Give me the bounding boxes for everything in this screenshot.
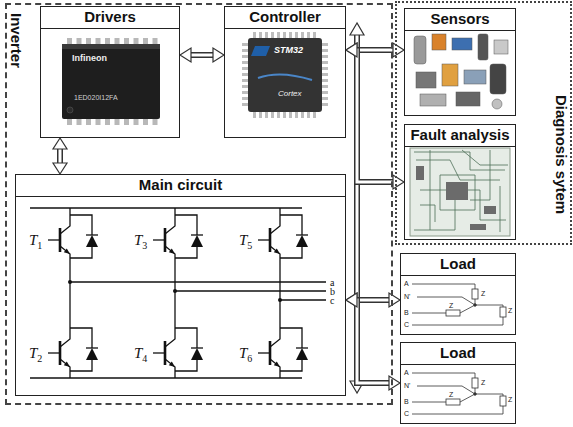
arrow-shaft: [356, 299, 390, 302]
switch-label: T2: [29, 344, 42, 368]
arrow-shaft: [190, 54, 214, 57]
switch-label: T4: [134, 344, 147, 368]
arrow-head: [53, 138, 67, 149]
terminal-label: Z: [449, 302, 453, 310]
chip-marking: 1ED020I12FA: [74, 94, 118, 101]
arrow-shaft: [356, 50, 394, 182]
box-title: Fault analysis: [405, 125, 515, 147]
arrow-shaft: [356, 300, 390, 383]
arrow-head: [346, 293, 357, 307]
arrow-shaft: [356, 300, 390, 383]
arrow-shaft: [356, 49, 394, 52]
switch-label: T6: [239, 344, 252, 368]
subscript: 3: [142, 240, 147, 251]
switch-label: T1: [29, 231, 42, 255]
arrow-head: [346, 43, 357, 57]
terminal-label: N': [404, 293, 410, 301]
subscript: 6: [247, 353, 252, 364]
terminal-label: A: [404, 369, 409, 377]
double-arrow: [180, 48, 224, 62]
arrow-shaft: [356, 297, 390, 303]
terminal-label: Z: [508, 307, 512, 315]
phase-label: a: [330, 278, 334, 287]
sensor-box: Sensors: [404, 8, 516, 116]
terminal-label: Z: [481, 290, 485, 298]
chip-marking: STM32: [274, 46, 303, 55]
arrow-head: [346, 293, 357, 307]
switch-label: T3: [134, 231, 147, 255]
controller-chip: [245, 35, 325, 115]
arrow-shaft: [356, 50, 394, 182]
load-box: Load: [400, 342, 516, 424]
double-arrow: [53, 138, 67, 174]
switch-label: T5: [239, 231, 252, 255]
chip-marking: Infineon: [72, 54, 107, 63]
load-box: Load: [400, 253, 516, 335]
terminal-label: B: [404, 309, 409, 317]
terminal-label: Z: [449, 391, 453, 399]
terminal-label: N': [404, 382, 410, 390]
arrow-shaft: [57, 148, 63, 164]
chip-marking: Cortex: [278, 90, 302, 98]
subscript: 4: [142, 353, 147, 364]
phase-label: b: [330, 287, 335, 296]
region-label: Diagnosis sytem: [552, 95, 570, 214]
box-title: Load: [401, 343, 515, 365]
arrow-head: [389, 376, 400, 390]
arrow-head: [389, 293, 400, 307]
subscript: 2: [37, 353, 42, 364]
arrow-shaft: [59, 148, 62, 164]
fault-analysis-box: Fault analysis: [404, 124, 516, 240]
inverter-region: Inverter Drivers ControllerMain circuit: [5, 3, 393, 405]
terminal-label: B: [404, 398, 409, 406]
box-title: Sensors: [405, 9, 515, 31]
arrow-head: [213, 48, 224, 62]
terminal-label: C: [404, 321, 409, 329]
terminal-label: Z: [481, 379, 485, 387]
arrow-head: [346, 43, 357, 57]
diagnosis-region: Diagnosis sytem SensorsFault analysis: [395, 1, 572, 245]
box-title: Controller: [225, 7, 345, 29]
region-label: Inverter: [7, 13, 25, 68]
sensor-photo: [414, 34, 508, 109]
terminal-label: A: [404, 280, 409, 288]
arrow-shaft: [190, 52, 214, 58]
controller-box: Controller: [224, 6, 346, 138]
box-title: Drivers: [41, 7, 179, 29]
box-title: Load: [401, 254, 515, 276]
arrow-head: [53, 163, 67, 174]
arrow-head: [180, 48, 191, 62]
terminal-label: Z: [508, 396, 512, 404]
subscript: 5: [247, 240, 252, 251]
box-title: Main circuit: [16, 175, 345, 197]
driver-box: Drivers: [40, 6, 180, 138]
pcb-photo: [410, 148, 510, 236]
arrow-shaft: [356, 47, 394, 53]
driver-chip: [62, 41, 160, 122]
terminal-label: C: [404, 410, 409, 418]
main-circuit-box: Main circuit: [15, 174, 346, 396]
inverter-bridge: [30, 208, 326, 378]
subscript: 1: [37, 240, 42, 251]
phase-label: c: [330, 296, 334, 305]
